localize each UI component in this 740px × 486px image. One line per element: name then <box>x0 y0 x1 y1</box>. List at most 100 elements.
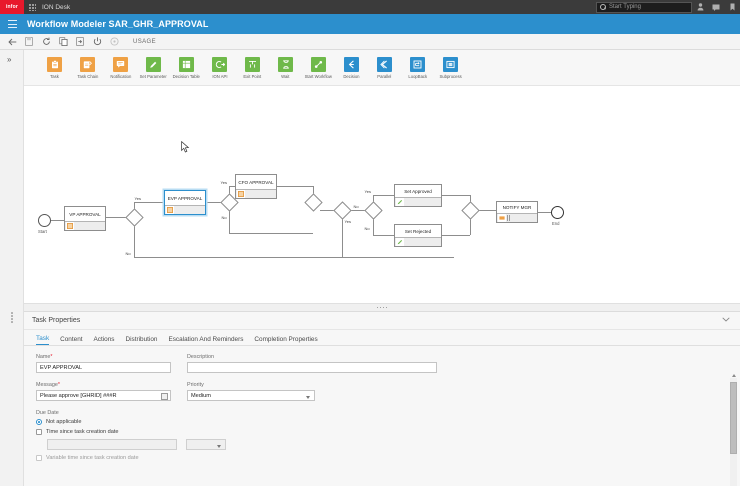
script-badge-icon <box>395 198 404 206</box>
radio-icon[interactable] <box>36 419 42 425</box>
copy-button[interactable] <box>58 37 68 47</box>
palette-item-subprocess[interactable]: Subprocess <box>434 56 467 79</box>
edge-label-no: No <box>353 204 360 209</box>
chevron-double-right-icon[interactable]: » <box>7 55 12 64</box>
tab-content[interactable]: Content <box>60 336 83 343</box>
due-date-label: Due Date <box>36 410 59 416</box>
node-footer <box>236 189 276 198</box>
due-date-inputs <box>47 439 728 450</box>
search-icon <box>600 4 606 10</box>
search-input[interactable]: Start Typing <box>596 1 692 13</box>
app-grid-icon[interactable] <box>24 0 40 14</box>
deactivate-button[interactable] <box>109 37 119 47</box>
palette-item-decision-table[interactable]: Decision Table <box>170 56 203 79</box>
edge-label-no: No <box>125 251 132 256</box>
save-button[interactable] <box>24 37 34 47</box>
activate-button[interactable] <box>92 37 102 47</box>
workflow-canvas[interactable]: Yes No Yes No No Yes <box>24 86 740 303</box>
node-title: Set Approved <box>404 188 432 194</box>
chat-icon[interactable] <box>708 0 724 14</box>
wait-icon <box>278 56 293 72</box>
scrollbar-thumb[interactable] <box>730 382 737 454</box>
usage-tab[interactable]: USAGE <box>133 38 157 45</box>
palette-item-parallel[interactable]: Parallel <box>368 56 401 79</box>
refresh-button[interactable] <box>41 37 51 47</box>
panel-splitter[interactable] <box>24 303 740 312</box>
decision-node-6[interactable] <box>461 201 480 220</box>
node-footer <box>165 205 205 214</box>
action-toolbar: USAGE <box>0 34 740 50</box>
lookup-icon[interactable] <box>161 392 168 400</box>
option-label: Time since task creation date <box>46 429 119 435</box>
decision-node-5[interactable] <box>364 201 383 220</box>
end-label: End <box>552 221 560 226</box>
tab-distribution[interactable]: Distribution <box>125 336 158 343</box>
edge <box>206 202 223 203</box>
name-field[interactable]: EVP APPROVAL <box>36 362 171 373</box>
node-title: NOTIFY MGR <box>502 205 532 210</box>
tab-actions[interactable]: Actions <box>93 336 115 343</box>
edge-label-yes: Yes <box>364 189 372 194</box>
node-cfo-approval[interactable]: CFO APPROVAL <box>235 174 277 199</box>
due-date-option-not-applicable[interactable]: Not applicable <box>36 419 728 425</box>
drag-handle-icon[interactable] <box>11 312 13 323</box>
chevron-down-icon[interactable] <box>722 317 730 324</box>
palette-label: Set Parameter <box>139 73 168 79</box>
scroll-up-icon[interactable] <box>730 372 737 378</box>
node-set-rejected[interactable]: Set Rejected <box>394 224 442 247</box>
radio-icon[interactable] <box>36 429 42 435</box>
due-date-option-variable-time[interactable]: Variable time since task creation date <box>36 455 728 461</box>
back-button[interactable] <box>7 37 17 47</box>
due-date-option-time-since-creation[interactable]: Time since task creation date <box>36 429 728 435</box>
palette-item-ion-api[interactable]: ION API <box>203 56 236 79</box>
palette-item-loopback[interactable]: LoopBack <box>401 56 434 79</box>
edge <box>477 210 496 211</box>
ion-api-icon <box>212 56 227 72</box>
radio-icon[interactable] <box>36 455 42 461</box>
palette-item-wait[interactable]: Wait <box>269 56 302 79</box>
palette-item-task-chain[interactable]: Task Chain <box>71 56 104 79</box>
priority-select[interactable]: Medium <box>187 390 315 401</box>
start-label: Start <box>38 229 47 234</box>
user-icon[interactable] <box>692 0 708 14</box>
tab-completion-properties[interactable]: Completion Properties <box>254 336 318 343</box>
mouse-pointer-icon <box>181 141 190 153</box>
edge <box>442 195 470 196</box>
description-field[interactable] <box>187 362 437 373</box>
decision-node-3[interactable] <box>304 193 323 212</box>
task-chain-icon <box>80 56 95 72</box>
end-event-node[interactable] <box>551 206 564 219</box>
splitter-dots-icon <box>376 306 379 309</box>
node-evp-approval[interactable]: EVP APPROVAL <box>164 190 206 215</box>
due-date-unit-select[interactable] <box>186 439 226 450</box>
decision-node-4[interactable] <box>333 201 352 220</box>
palette-item-start-workflow[interactable]: Start Workflow <box>302 56 335 79</box>
tab-escalation-and-reminders[interactable]: Escalation And Reminders <box>168 336 244 343</box>
node-title: Set Rejected <box>404 228 432 234</box>
node-notify-mgr[interactable]: NOTIFY MGR <box>496 201 538 223</box>
message-field[interactable]: Please approve [GHRID] ###R <box>36 390 171 401</box>
node-vp-approval[interactable]: VP APPROVAL <box>64 206 106 231</box>
node-set-approved[interactable]: Set Approved <box>394 184 442 207</box>
edge <box>229 186 230 197</box>
tab-task[interactable]: Task <box>36 335 50 345</box>
form-row-name-description: Name* EVP APPROVAL Description <box>36 354 728 373</box>
decision-node-1[interactable] <box>125 208 144 227</box>
bookmark-icon[interactable] <box>724 0 740 14</box>
palette-label: Decision Table <box>172 73 201 79</box>
palette-item-exit-point[interactable]: Exit Point <box>236 56 269 79</box>
due-date-amount-input[interactable] <box>47 439 177 450</box>
palette-item-set-parameter[interactable]: Set Parameter <box>137 56 170 79</box>
splitter-dots-icon <box>385 306 388 309</box>
palette-item-decision[interactable]: Decision <box>335 56 368 79</box>
properties-scrollbar[interactable] <box>730 372 737 486</box>
palette-item-task[interactable]: Task <box>38 56 71 79</box>
hamburger-icon[interactable] <box>8 20 17 28</box>
export-button[interactable] <box>75 37 85 47</box>
node-footer <box>497 213 537 222</box>
start-event-node[interactable] <box>38 214 51 227</box>
edge-label-no: No <box>221 215 228 220</box>
palette-item-notification[interactable]: Notification <box>104 56 137 79</box>
infor-logo[interactable]: infor <box>0 0 24 14</box>
app-name-label: ION Desk <box>42 3 71 11</box>
